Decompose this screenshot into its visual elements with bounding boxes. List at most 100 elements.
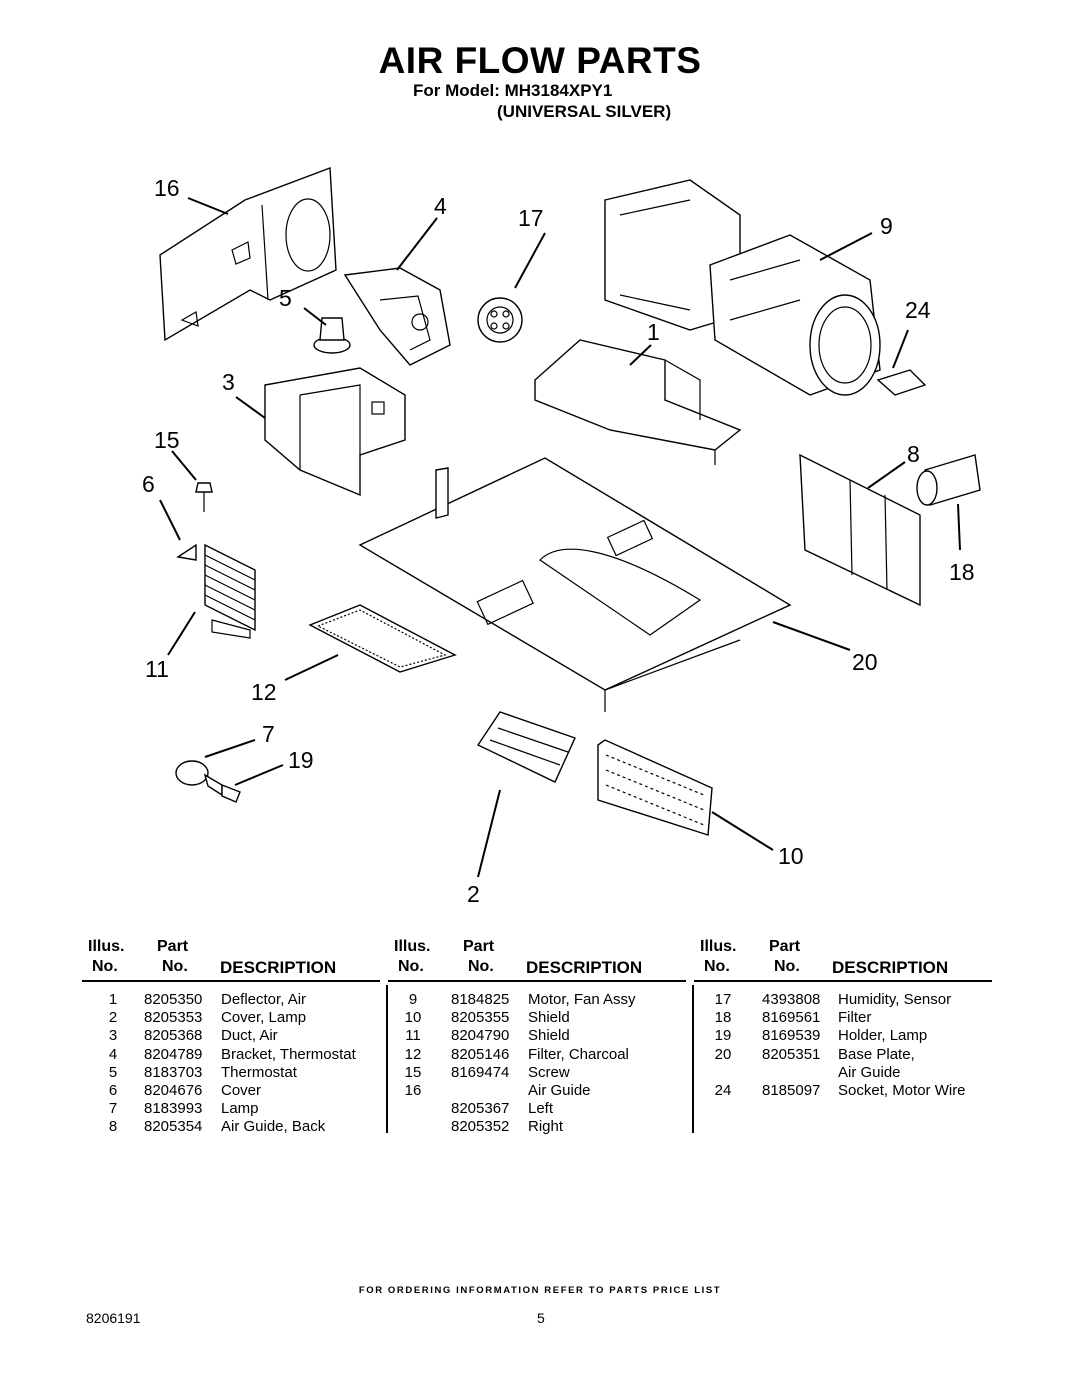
description: Air Guide, Back [221, 1118, 326, 1136]
part-no: 8183703 [144, 1063, 203, 1081]
header-illus: Illus. [700, 938, 737, 955]
part-2-lamp-cover [476, 711, 576, 783]
callout-6: 6 [142, 471, 155, 497]
part-9-fan-motor [604, 179, 881, 396]
document-number: 8206191 [86, 1310, 141, 1326]
part-11-shield [204, 543, 256, 639]
description: Base Plate, [838, 1045, 915, 1063]
part-no: 8204676 [144, 1081, 203, 1099]
part-no: 8185097 [762, 1081, 821, 1099]
parts-table-column-2: Illus. No. Part No. DESCRIPTION 9 8184825… [388, 936, 686, 1137]
part-no: 8184825 [451, 991, 510, 1008]
header-description: DESCRIPTION [220, 958, 337, 977]
table-row: 6 8204676 Cover [82, 1082, 380, 1100]
illus-no: 9 [408, 991, 418, 1008]
exploded-parts-diagram: 16 4 17 9 5 24 1 3 15 8 6 18 20 11 12 7 … [142, 167, 981, 907]
illus-no: 19 [714, 1027, 732, 1045]
illus-no: 11 [405, 1027, 421, 1045]
header-illus-no: No. [92, 958, 118, 975]
description: Bracket, Thermostat [221, 1045, 356, 1063]
illus-no: 15 [404, 1063, 422, 1081]
description: Left [528, 1100, 554, 1118]
callout-8: 8 [907, 441, 920, 467]
callout-7: 7 [262, 721, 275, 747]
illus-no: 8 [108, 1118, 118, 1136]
column-divider [692, 985, 694, 1133]
illus-no: 7 [108, 1100, 118, 1118]
callout-12: 12 [251, 679, 277, 705]
description: Humidity, Sensor [838, 991, 952, 1008]
part-no: 8169474 [451, 1063, 510, 1081]
part-5-thermostat [313, 317, 351, 354]
callout-labels: 16 4 17 9 5 24 1 3 15 8 6 18 20 11 12 7 … [142, 175, 975, 907]
illus-no: 16 [404, 1081, 422, 1099]
description: Filter, Charcoal [528, 1045, 629, 1063]
part-no: 8205353 [144, 1009, 203, 1027]
part-18-filter [916, 454, 981, 506]
table-header: Illus. No. Part No. DESCRIPTION [82, 936, 380, 982]
illus-no: 24 [714, 1081, 732, 1099]
part-1-deflector-air [534, 339, 742, 465]
part-4-bracket-thermostat [343, 267, 451, 366]
header-part: Part [769, 938, 801, 955]
illus-no: 5 [108, 1063, 118, 1081]
part-6-cover [176, 543, 197, 561]
header-illus-no: No. [398, 958, 424, 975]
description: Deflector, Air [221, 991, 307, 1008]
part-12-charcoal-filter [308, 604, 457, 673]
table-row: 17 4393808 Humidity, Sensor [694, 991, 992, 1009]
callout-16: 16 [154, 175, 180, 201]
callout-1: 1 [647, 319, 660, 345]
header-illus: Illus. [394, 938, 431, 955]
description: Holder, Lamp [838, 1027, 928, 1045]
part-no: 8205355 [451, 1009, 510, 1027]
callout-5: 5 [279, 285, 292, 311]
header-part-no: No. [774, 958, 800, 975]
part-no: 4393808 [762, 991, 821, 1008]
page-title: AIR FLOW PARTS [378, 40, 702, 81]
part-10-shield [597, 739, 713, 836]
description: Shield [528, 1027, 570, 1045]
part-no: 8169561 [762, 1009, 821, 1027]
description: Cover [221, 1081, 262, 1099]
illus-no: 17 [714, 991, 732, 1008]
callout-19: 19 [288, 747, 314, 773]
header-part: Part [157, 938, 189, 955]
table-row: 4 8204789 Bracket, Thermostat [82, 1046, 380, 1064]
illus-no: 4 [108, 1045, 118, 1063]
part-17-humidity-sensor [477, 297, 523, 343]
header-part-no: No. [162, 958, 188, 975]
illus-no: 18 [714, 1009, 732, 1027]
description: Air Guide [838, 1063, 901, 1081]
illus-no: 10 [404, 1009, 422, 1027]
part-no: 8204789 [144, 1045, 203, 1063]
description: Right [528, 1118, 564, 1136]
part-8-air-guide-back [799, 453, 921, 607]
description: Filter [838, 1009, 872, 1027]
description: Screw [528, 1063, 570, 1081]
part-7-lamp [175, 760, 223, 797]
callout-10: 10 [778, 843, 804, 869]
header-part-no: No. [468, 958, 494, 975]
description: Socket, Motor Wire [838, 1081, 966, 1099]
part-no: 8205351 [762, 1045, 821, 1063]
callout-20: 20 [852, 649, 878, 675]
column-divider [386, 985, 388, 1133]
table-header: Illus. No. Part No. DESCRIPTION [388, 936, 686, 982]
part-no: 8204790 [451, 1027, 510, 1045]
illus-no: 12 [404, 1045, 422, 1063]
header-illus: Illus. [88, 938, 125, 955]
illus-no: 6 [108, 1081, 118, 1099]
part-20-base-plate [358, 457, 792, 712]
